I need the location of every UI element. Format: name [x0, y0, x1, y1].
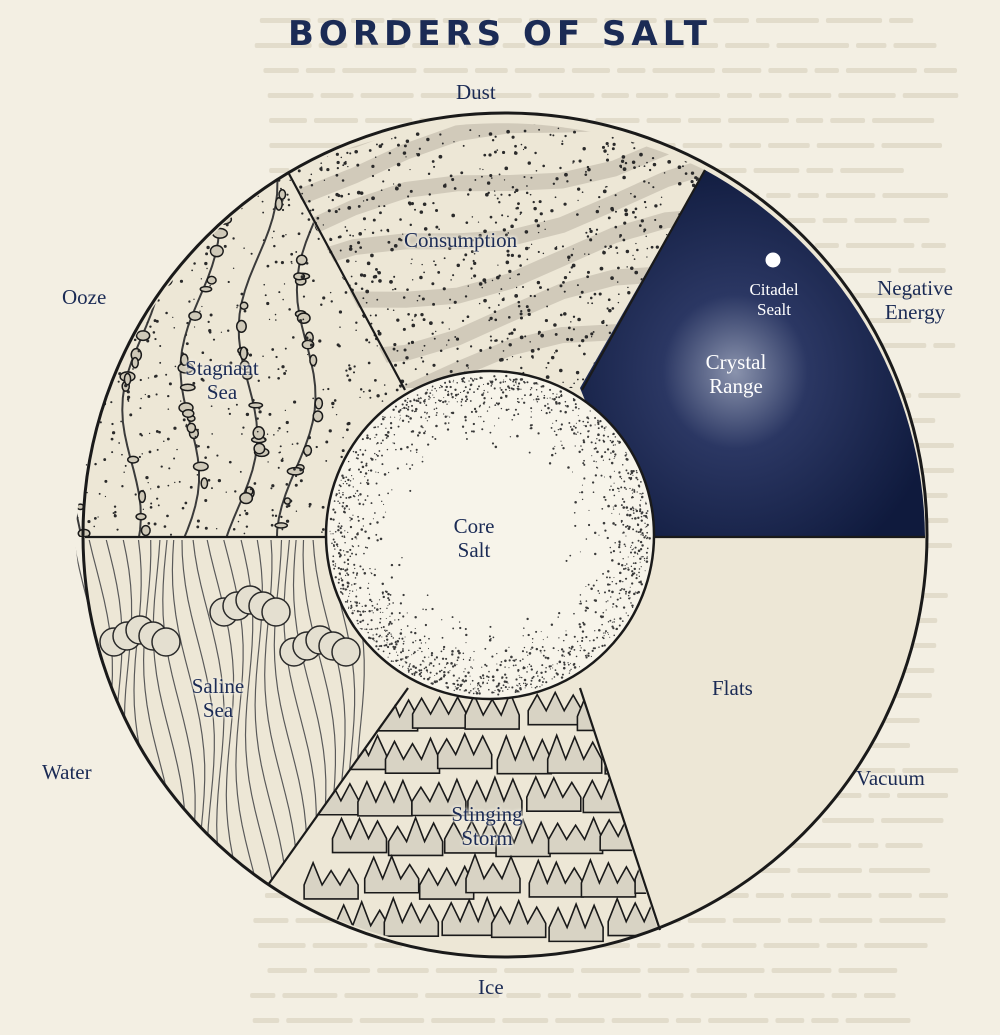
label-ice: Ice — [478, 975, 504, 999]
label-stinging-storm: Stinging Storm — [451, 802, 523, 851]
region-dividers — [85, 169, 925, 931]
label-vacuum: Vacuum — [856, 766, 925, 790]
negative-energy-wedge — [580, 170, 925, 537]
label-crystal-range: Crystal Range — [705, 350, 767, 399]
label-consumption: Consumption — [404, 228, 518, 252]
label-core-salt: Core Salt — [453, 514, 495, 563]
label-citadel: Citadel Sealt — [749, 280, 799, 319]
label-flats: Flats — [712, 676, 753, 700]
core-texture — [329, 374, 651, 696]
label-dust: Dust — [456, 80, 496, 104]
label-negative-energy: Negative Energy — [877, 276, 953, 325]
label-saline-sea: Saline Sea — [191, 674, 245, 723]
label-ooze: Ooze — [62, 285, 107, 309]
plane-rim — [81, 111, 929, 959]
core-salt-circle — [324, 369, 656, 701]
label-water: Water — [42, 760, 92, 784]
page-title: BORDERS OF SALT — [288, 14, 712, 54]
label-stagnant-sea: Stagnant Sea — [185, 356, 259, 405]
citadel-marker — [765, 252, 781, 268]
